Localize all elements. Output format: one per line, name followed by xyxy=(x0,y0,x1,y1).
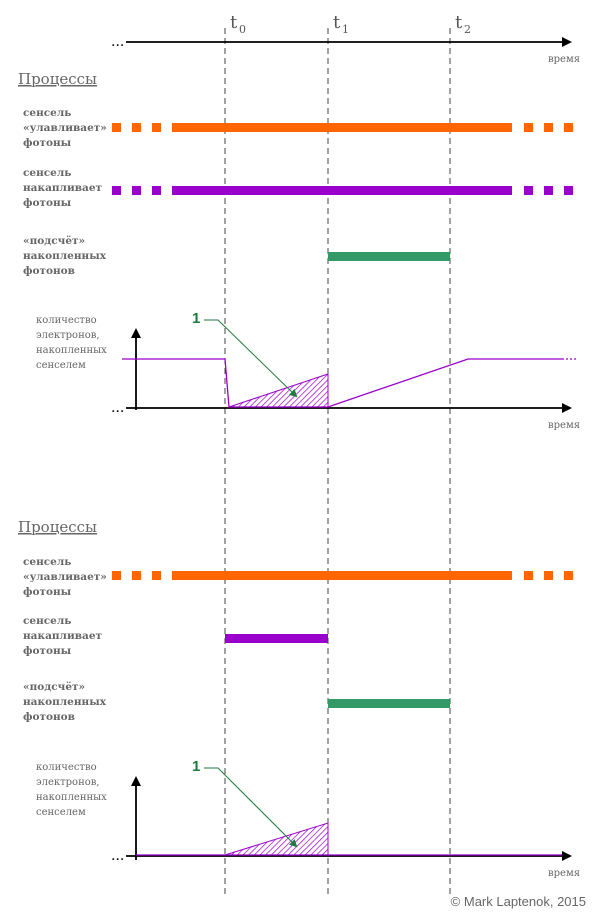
t0-letter: t xyxy=(230,12,238,33)
row-label-line: «улавливает» xyxy=(23,122,107,134)
capture-dot xyxy=(152,123,161,132)
row-label-line: «подсчёт» xyxy=(23,681,85,693)
row-label-line: накапливает xyxy=(23,182,103,194)
capture-dot xyxy=(132,571,141,580)
row-label-line: сенсель xyxy=(23,556,71,568)
accumulate-dot xyxy=(132,186,141,195)
panel-1-capture-bar xyxy=(112,123,573,132)
capture-dot xyxy=(524,123,533,132)
accumulate-dot xyxy=(544,186,553,195)
copyright-notice: © Mark Laptenok, 2015 xyxy=(451,894,586,909)
row-label-line: «улавливает» xyxy=(23,571,107,583)
capture-dot xyxy=(524,571,533,580)
capture-dot xyxy=(112,123,121,132)
row-label-line: «подсчёт» xyxy=(23,235,85,247)
graph-x-label: время xyxy=(548,420,580,431)
t0-subscript: 0 xyxy=(239,23,246,36)
panel-1-accumulate-bar xyxy=(112,186,573,195)
callout-number: 1 xyxy=(192,758,200,775)
time-axis-label: время xyxy=(548,54,580,65)
charge-curve xyxy=(122,358,562,408)
row-label-line: фотонов xyxy=(23,711,75,723)
row-label-line: сенсель xyxy=(23,107,71,119)
accumulate-dot xyxy=(564,186,573,195)
row-label-line: фотоны xyxy=(23,137,72,149)
row-label-line: сенсель xyxy=(23,167,71,179)
accumulate-dot xyxy=(524,186,533,195)
callout-number: 1 xyxy=(192,310,200,327)
t1-subscript: 1 xyxy=(342,23,349,36)
graph-ylabel-line: накопленных xyxy=(36,792,107,803)
row-label-line: сенсель xyxy=(23,615,71,627)
time-axis-ellipsis: ... xyxy=(111,34,124,50)
capture-dot xyxy=(132,123,141,132)
time-marker-t0: t 0 xyxy=(230,12,246,36)
graph-ylabel-line: электронов, xyxy=(36,777,100,788)
panel-1-readout-bar xyxy=(328,252,450,261)
panel-2: Процессы сенсель «улавливает» фотоны сен… xyxy=(18,518,580,879)
graph-ylabel-line: сенселем xyxy=(36,807,86,818)
row-label-line: фотоны xyxy=(23,586,72,598)
t2-letter: t xyxy=(455,12,463,33)
panel-2-capture-bar xyxy=(112,571,573,580)
capture-dot xyxy=(564,123,573,132)
accumulate-bar-solid xyxy=(172,186,512,195)
panel-1-graph: количество электронов, накопленных сенсе… xyxy=(36,310,580,431)
capture-dot xyxy=(564,571,573,580)
accumulated-charge-area xyxy=(224,822,329,856)
panel-1-heading: Процессы xyxy=(18,70,97,88)
graph-x-label: время xyxy=(548,868,580,879)
t1-letter: t xyxy=(333,12,341,33)
panel-2-heading: Процессы xyxy=(18,518,97,536)
graph-x-ellipsis: ... xyxy=(111,400,124,416)
panel-1-row-capture-label: сенсель «улавливает» фотоны xyxy=(23,107,107,149)
graph-ylabel-line: количество xyxy=(36,762,97,773)
capture-dot xyxy=(152,571,161,580)
row-label-line: накапливает xyxy=(23,630,103,642)
time-marker-t2: t 2 xyxy=(455,12,471,36)
row-label-line: фотоны xyxy=(23,197,72,209)
capture-bar-solid xyxy=(172,123,512,132)
panel-1: Процессы сенсель «улавливает» фотоны сен… xyxy=(18,70,580,431)
graph-ylabel-line: сенселем xyxy=(36,360,86,371)
panel-2-row-accumulate-label: сенсель накапливает фотоны xyxy=(23,615,103,657)
panel-1-row-readout-label: «подсчёт» накопленных фотонов xyxy=(23,235,107,277)
graph-ylabel-line: количество xyxy=(36,315,97,326)
accumulate-dot xyxy=(112,186,121,195)
capture-dot xyxy=(544,123,553,132)
panel-2-graph: количество электронов, накопленных сенсе… xyxy=(36,758,580,879)
graph-ylabel-line: накопленных xyxy=(36,345,107,356)
panel-2-readout-bar xyxy=(328,699,450,708)
capture-dot xyxy=(544,571,553,580)
panel-2-row-readout-label: «подсчёт» накопленных фотонов xyxy=(23,681,107,723)
row-label-line: накопленных xyxy=(23,696,107,708)
graph-x-ellipsis: ... xyxy=(111,848,124,864)
row-label-line: накопленных xyxy=(23,250,107,262)
row-label-line: фотоны xyxy=(23,645,72,657)
callout-arrow xyxy=(204,319,298,398)
capture-dot xyxy=(112,571,121,580)
callout-arrow xyxy=(204,767,298,848)
time-marker-t1: t 1 xyxy=(333,12,349,36)
panel-1-row-accumulate-label: сенсель накапливает фотоны xyxy=(23,167,103,209)
t2-subscript: 2 xyxy=(464,23,471,36)
row-label-line: фотонов xyxy=(23,265,75,277)
capture-bar-solid xyxy=(172,571,512,580)
panel-2-accumulate-bar xyxy=(225,634,328,643)
accumulate-dot xyxy=(152,186,161,195)
graph-ylabel-line: электронов, xyxy=(36,330,100,341)
panel-2-row-capture-label: сенсель «улавливает» фотоны xyxy=(23,556,107,598)
